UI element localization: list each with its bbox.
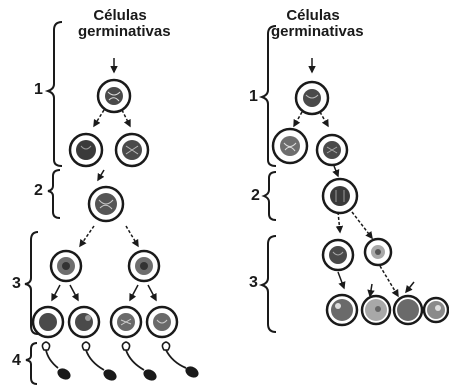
left-arrow-1a: [94, 110, 104, 126]
right-cell-stage3-b: [365, 239, 391, 265]
right-bracket-3: [262, 236, 276, 332]
right-cell-stage3-f: [424, 298, 448, 322]
right-arrow-3b: [352, 212, 372, 238]
left-cell-stage1-top: [98, 80, 130, 112]
left-arrow-3f: [148, 285, 156, 300]
left-arrow-3b: [126, 226, 138, 246]
left-arrow-3a: [80, 226, 94, 246]
left-bracket-2: [48, 170, 60, 218]
right-arrow-3c: [338, 272, 344, 288]
left-bracket-1: [48, 22, 62, 166]
right-arrow-3e: [380, 266, 398, 296]
right-cell-stage1-top: [296, 82, 328, 114]
left-sperm-2: [82, 342, 118, 383]
right-cell-stage1-left: [273, 129, 307, 163]
left-arrow-2: [98, 170, 104, 180]
left-cell-stage1-right: [116, 134, 148, 166]
right-arrow-3d: [370, 284, 372, 296]
left-cell-stage1-left: [70, 134, 102, 166]
right-arrow-2: [334, 166, 338, 176]
left-sperm-4: [162, 342, 200, 380]
left-sperm-1: [42, 342, 72, 382]
right-cell-stage2: [323, 179, 357, 213]
right-cell-stage3-a: [323, 240, 353, 270]
right-cell-stage3-e: [394, 296, 422, 324]
left-cell-stage3-e: [111, 307, 141, 337]
right-cell-stage3-d: [362, 296, 390, 324]
right-arrow-1b: [320, 112, 328, 126]
left-cell-stage3-c: [33, 307, 63, 337]
right-arrow-1a: [294, 112, 302, 126]
right-arrow-3a: [338, 212, 340, 232]
left-arrow-3e: [130, 285, 138, 300]
left-cell-stage2: [89, 187, 123, 221]
left-cell-stage3-f: [147, 307, 177, 337]
right-bracket-2: [264, 172, 276, 220]
left-cell-stage3-d: [69, 307, 99, 337]
left-cell-stage3-b: [129, 251, 159, 281]
left-sperm-3: [122, 342, 158, 383]
left-arrow-3c: [52, 285, 60, 300]
left-cell-stage3-a: [51, 251, 81, 281]
right-cell-stage1-right: [317, 135, 347, 165]
left-bracket-4: [26, 343, 37, 384]
left-arrow-3d: [70, 285, 78, 300]
right-arrow-3f: [406, 282, 414, 292]
right-cell-stage3-c: [327, 295, 357, 325]
left-arrow-1b: [122, 110, 130, 126]
